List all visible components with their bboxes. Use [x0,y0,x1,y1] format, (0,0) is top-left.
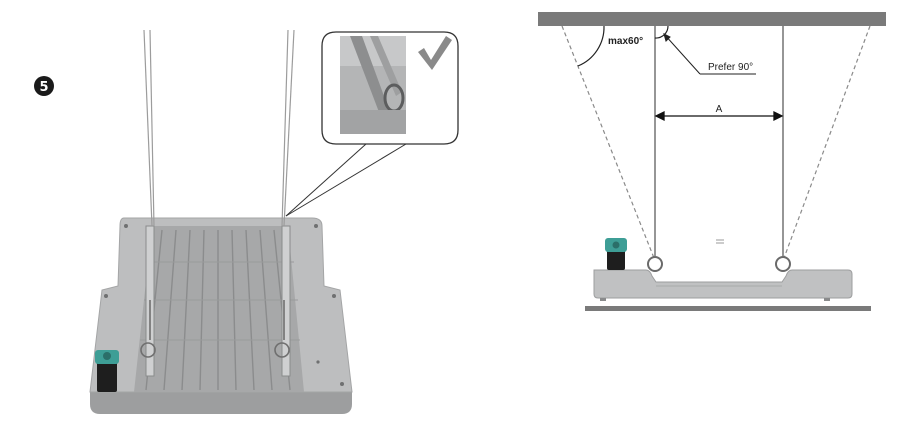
ceiling-bar [538,12,886,26]
max-angle-arc [577,25,605,67]
prefer-angle-leader [663,33,756,75]
detail-photo [340,36,406,134]
checkmark-icon [418,36,452,70]
fixture-body-side [593,269,853,301]
max-angle-label: max60° [608,36,643,47]
vertical-wires [654,26,784,256]
eye-bolt-right [274,300,290,358]
side-view: max60° Prefer 90° A [538,12,886,311]
cable-connector-side [605,238,627,270]
step-badge: 5 [34,76,54,96]
eye-bolt-side-left [647,256,663,272]
eye-bolt-left [140,300,156,358]
dimension-a-label: A [716,104,723,115]
floor-bar [585,306,871,311]
fixture-body-perspective [89,217,353,414]
center-marker [716,239,724,244]
dimension-a [654,110,784,122]
detail-callout [321,31,459,145]
prefer-angle-label: Prefer 90° [708,62,753,73]
step-number: 5 [39,80,48,95]
max-angle-guides [561,25,871,259]
cable-connector-perspective [95,350,119,392]
suspension-wires [143,29,295,227]
eye-bolt-side-right [775,256,791,272]
callout-pointer [285,143,407,217]
perspective-view: 5 [34,29,459,414]
